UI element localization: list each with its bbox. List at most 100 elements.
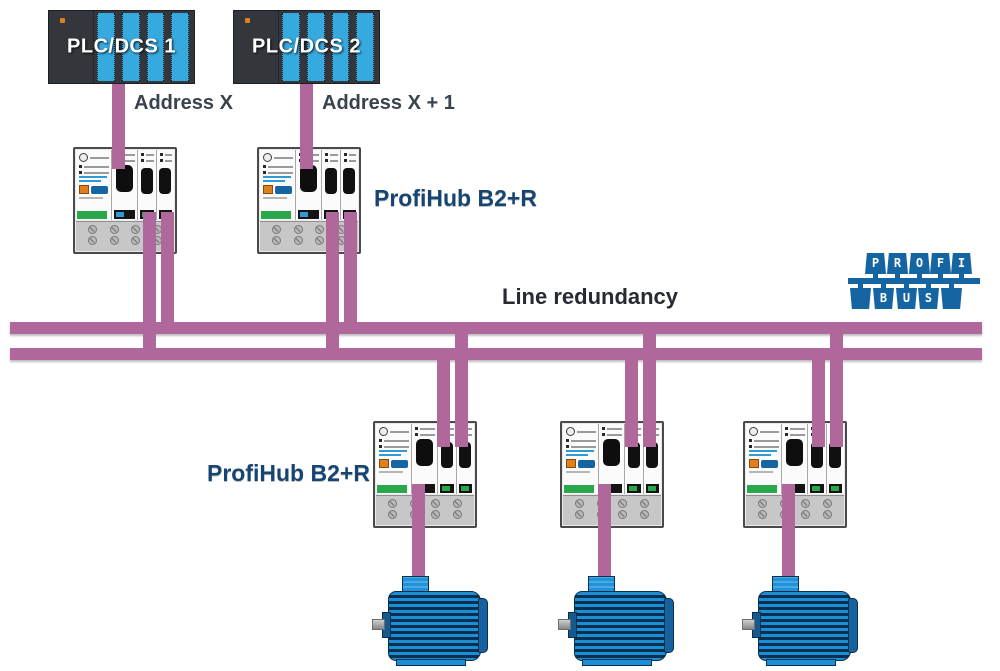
cable-hub4-to-motor2 — [598, 484, 611, 584]
cable-plc1-to-hub1 — [112, 83, 125, 169]
screw-terminal — [109, 225, 119, 234]
screw-terminal — [431, 510, 441, 519]
brand-logo-icon — [761, 459, 778, 468]
profihub-device-2 — [257, 147, 361, 254]
hub-status-panel — [746, 424, 782, 494]
db9-connector — [300, 165, 317, 192]
logo-cap-p: P — [865, 253, 886, 274]
channel-1-connector — [440, 442, 453, 468]
channel-1-termination-bar — [627, 484, 641, 493]
db9-connector — [416, 439, 433, 466]
logo-cap-o: O — [909, 253, 930, 274]
motor-shaft — [558, 619, 571, 630]
cable-line1-to-hub5 — [830, 326, 843, 447]
motor-junction-box — [588, 576, 615, 594]
io-module — [356, 13, 374, 81]
screw-terminal — [758, 510, 768, 519]
motor-junction-box — [772, 576, 799, 594]
logo-cap-b: B — [873, 288, 894, 309]
motor-end-cap — [848, 598, 858, 653]
screw-terminal — [822, 510, 832, 519]
hub-terminal-base — [376, 495, 474, 525]
procentec-logo-icon — [749, 459, 759, 468]
main-termination-bar — [298, 210, 319, 219]
brand-logo-icon — [275, 185, 292, 194]
io-module — [121, 13, 140, 81]
cable-line1-to-hub3 — [455, 326, 468, 447]
plc-io-modules — [94, 11, 194, 83]
plc-cpu-section — [234, 11, 279, 83]
main-termination-bar — [114, 210, 135, 219]
screw-terminal — [315, 236, 325, 245]
address-x-label: Address X — [134, 92, 233, 114]
logo-stem — [895, 273, 900, 279]
motor-1 — [372, 576, 488, 666]
logo-cap-u: U — [896, 288, 917, 309]
power-terminal — [77, 211, 107, 219]
motor-body — [388, 591, 481, 661]
screw-terminal — [109, 236, 119, 245]
cable-hub3-to-motor1 — [412, 484, 425, 584]
screw-terminal — [575, 510, 585, 519]
profihub-top-label: ProfiHub B2+R — [374, 185, 537, 211]
screw-terminal — [801, 510, 811, 519]
plc-dcs-2: PLC/DCS 2 — [233, 10, 380, 84]
channel-1-termination-bar — [440, 484, 454, 493]
hub-badge-icon — [566, 427, 575, 436]
procentec-logo-icon — [79, 185, 89, 194]
motor-shaft — [742, 619, 755, 630]
screw-terminal — [88, 236, 98, 245]
screw-terminal — [88, 225, 98, 234]
hub-channel-1 — [138, 150, 157, 220]
channel-2-connector — [646, 442, 659, 468]
procentec-logo-icon — [263, 185, 273, 194]
cable-line2-to-hub5 — [812, 350, 825, 447]
channel-1-connector — [140, 168, 153, 194]
hub-front-panel — [76, 150, 174, 220]
hub-terminal-base — [260, 221, 358, 251]
motor-2 — [558, 576, 674, 666]
profihub-device-5 — [743, 421, 847, 528]
motor-body — [574, 591, 667, 661]
logo-cap-s: S — [918, 288, 939, 309]
screw-terminal — [758, 499, 768, 508]
cable-line1-to-hub4 — [643, 326, 656, 447]
plc-dcs-1: PLC/DCS 1 — [48, 10, 195, 84]
channel-1-connector — [324, 168, 337, 194]
screw-terminal — [388, 499, 398, 508]
io-module — [282, 13, 300, 81]
logo-cap-blank — [941, 288, 962, 309]
plc-2-label: PLC/DCS 2 — [252, 35, 361, 58]
motor-base — [766, 659, 836, 666]
logo-stem — [926, 283, 931, 289]
logo-stem — [858, 283, 863, 289]
channel-1-termination-bar — [810, 484, 824, 493]
line-redundancy-label: Line redundancy — [502, 284, 679, 309]
channel-1-connector — [627, 442, 640, 468]
procentec-logo-icon — [379, 459, 389, 468]
cable-hub2-to-line1 — [344, 212, 357, 334]
channel-2-termination-bar — [828, 484, 842, 493]
power-terminal — [377, 485, 407, 493]
channel-2-connector — [459, 442, 472, 468]
db9-connector — [786, 439, 803, 466]
logo-stem — [904, 283, 909, 289]
screw-terminal — [131, 236, 141, 245]
logo-cap-f: F — [930, 253, 951, 274]
hub-badge-icon — [379, 427, 388, 436]
motor-end-cap — [664, 598, 674, 653]
channel-2-connector — [829, 442, 842, 468]
db9-connector — [603, 439, 620, 466]
motor-shaft — [372, 619, 385, 630]
screw-terminal — [618, 499, 628, 508]
hub-terminal-base — [746, 495, 844, 525]
screw-terminal — [575, 499, 585, 508]
io-module — [306, 13, 325, 81]
db9-connector — [116, 165, 133, 192]
screw-terminal — [452, 510, 462, 519]
cable-hub5-to-motor3 — [782, 484, 795, 584]
logo-stem — [873, 273, 878, 279]
channel-2-termination-bar — [645, 484, 659, 493]
screw-terminal — [822, 499, 832, 508]
screw-terminal — [293, 225, 303, 234]
